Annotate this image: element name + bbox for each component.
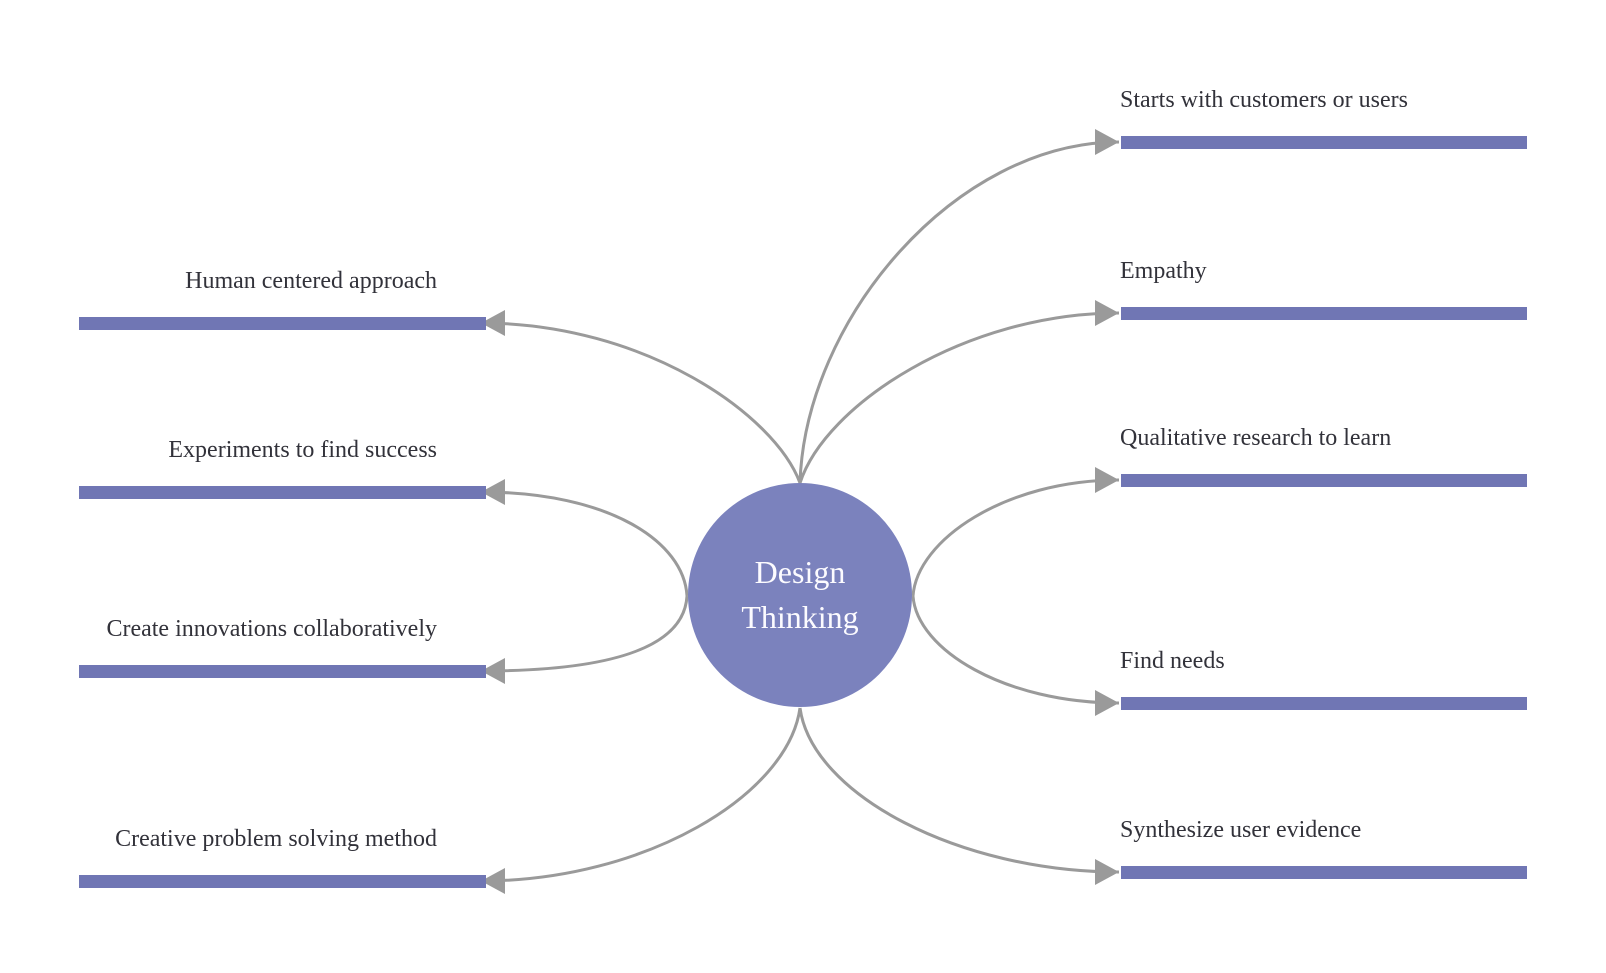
branch-bar-qualitative-research[interactable]	[1121, 474, 1527, 487]
branch-label-creative-problem[interactable]: Creative problem solving method	[115, 826, 437, 852]
connector-curve-qualitative-research	[911, 467, 1120, 597]
center-node-design-thinking[interactable]: Design Thinking	[688, 483, 912, 707]
connector-curve-synthesize-evidence	[798, 707, 1120, 885]
branch-label-qualitative-research[interactable]: Qualitative research to learn	[1120, 425, 1392, 451]
connector-curve-creative-problem	[480, 707, 802, 894]
branch-bar-find-needs[interactable]	[1121, 697, 1527, 710]
connector-curve-experiments	[480, 479, 689, 597]
connector-curve-empathy	[798, 300, 1120, 484]
branch-bar-human-centered[interactable]	[79, 317, 486, 330]
branch-label-starts-with-customers[interactable]: Starts with customers or users	[1120, 87, 1408, 113]
branch-label-synthesize-evidence[interactable]: Synthesize user evidence	[1120, 817, 1362, 843]
branch-label-experiments[interactable]: Experiments to find success	[168, 437, 437, 463]
connector-curve-human-centered	[480, 310, 802, 484]
branch-label-create-innovations[interactable]: Create innovations collaboratively	[106, 616, 437, 642]
center-node-label: Design Thinking	[741, 553, 859, 635]
branch-bar-creative-problem[interactable]	[79, 875, 486, 888]
branch-bar-synthesize-evidence[interactable]	[1121, 866, 1527, 879]
branch-bar-create-innovations[interactable]	[79, 665, 486, 678]
connector-curve-find-needs	[911, 595, 1120, 716]
branch-label-human-centered[interactable]: Human centered approach	[185, 268, 437, 294]
branch-label-find-needs[interactable]: Find needs	[1120, 648, 1225, 674]
branch-label-empathy[interactable]: Empathy	[1120, 258, 1207, 284]
branch-bar-empathy[interactable]	[1121, 307, 1527, 320]
connector-curve-create-innovations	[480, 595, 689, 684]
branch-bar-starts-with-customers[interactable]	[1121, 136, 1527, 149]
connector-curve-starts-with-customers	[798, 129, 1120, 484]
branch-bar-experiments[interactable]	[79, 486, 486, 499]
